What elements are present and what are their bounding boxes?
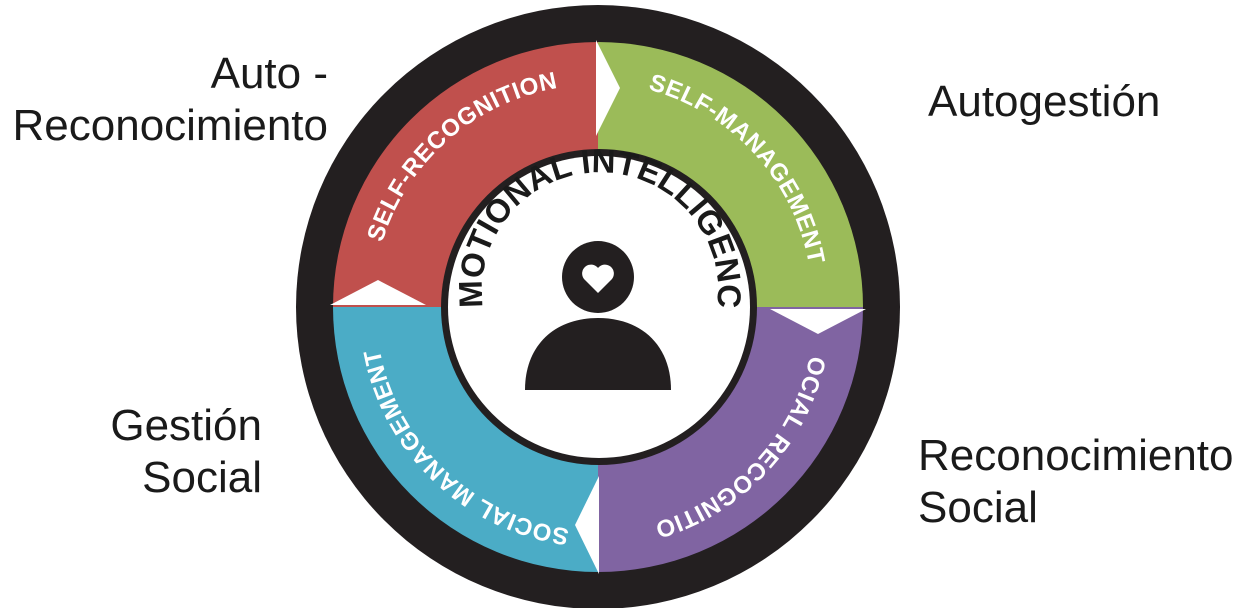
arrow-separator-right xyxy=(770,309,866,334)
label-line: Social xyxy=(142,453,262,502)
arrow-separator-left xyxy=(330,280,426,305)
arrow-separator-bottom xyxy=(575,476,599,574)
label-gestion-social: Gestión Social xyxy=(110,400,262,504)
label-line: Auto - xyxy=(210,49,328,98)
label-line: Social xyxy=(918,483,1038,532)
label-reconocimiento-social: Reconocimiento Social xyxy=(918,430,1234,534)
label-auto-reconocimiento: Auto - Reconocimiento xyxy=(13,48,329,152)
label-line: Reconocimiento xyxy=(12,101,329,150)
person-body xyxy=(525,318,671,390)
label-line: Autogestión xyxy=(928,77,1161,126)
arrow-separator-top xyxy=(596,40,620,136)
label-autogestion: Autogestión xyxy=(928,76,1160,128)
label-line: Reconocimiento xyxy=(918,431,1234,480)
label-line: Gestión xyxy=(110,401,262,450)
person-with-heart-icon xyxy=(525,241,671,390)
heart-icon xyxy=(582,264,614,293)
